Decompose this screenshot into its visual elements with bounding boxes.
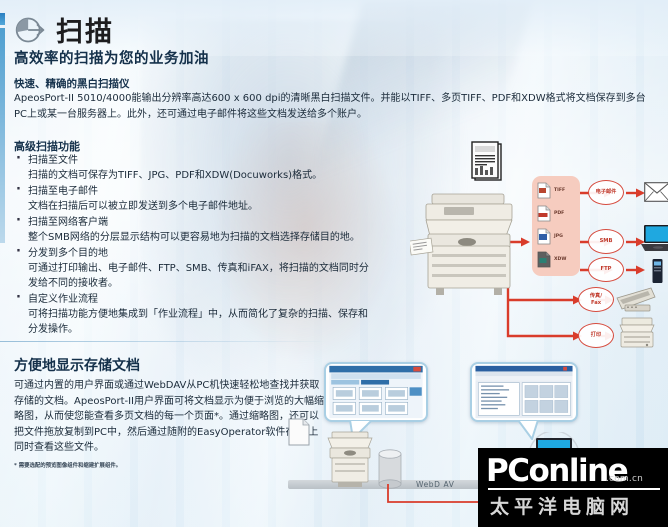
cat-silhouette-icon [487, 448, 568, 488]
format-row: TIFF [537, 182, 565, 199]
list-item: 自定义作业流程 可将扫描功能方便地集成到「作业流程」中，从而简化了复杂的扫描、保… [14, 290, 374, 337]
device-ui-thumbnails-icon [329, 365, 423, 419]
node-label: 传真/ Fax [589, 293, 603, 306]
watermark-brand: PConline [486, 453, 629, 489]
list-item: 扫描至网络客户端 整个SMB网络的分层显示结构可以更容易地为扫描的文档选择存储目… [14, 213, 374, 245]
multifunction-printer-icon [410, 193, 513, 295]
feature-desc: 可通过打印输出、电子邮件、FTP、SMB、传真和iFAX，将扫描的文档同时分发给… [28, 263, 369, 289]
intro-heading: 快速、精确的黑白扫描仪 [14, 78, 130, 90]
node-label: SMB [599, 238, 613, 245]
features-heading: 高级扫描功能 [14, 140, 80, 153]
storage-scene: WebD AV [288, 360, 668, 527]
page-title: 扫描 [56, 17, 114, 48]
page-header: 扫描 [12, 10, 114, 49]
node-label: FTP [600, 266, 612, 273]
feature-desc: 可将扫描功能方便地集成到「作业流程」中，从而简化了复杂的扫描、保存和分发操作。 [28, 309, 368, 335]
scene-printer-icon [327, 431, 373, 487]
feature-title: 扫描至文件 [14, 151, 374, 168]
file-pdf-icon [537, 205, 551, 222]
file-tiff-icon [537, 182, 551, 199]
storage-heading: 方便地显示存储文档 [14, 358, 140, 374]
section-divider [0, 341, 330, 342]
file-xdw-icon [537, 251, 551, 268]
scan-distribution-diagram: TIFF PDF JPG [408, 138, 668, 348]
feature-title: 自定义作业流程 [14, 290, 374, 307]
format-label: JPG [554, 233, 563, 239]
page-subtitle: 高效率的扫描为您的业务加油 [14, 51, 209, 67]
watermark: PConline .com.cn 太平洋电脑网 [478, 448, 668, 527]
accent-bar-top [0, 13, 5, 25]
format-row: PDF [537, 205, 564, 222]
intro-body: ApeosPort-II 5010/4000能输出分辨率高达600 x 600 … [14, 93, 646, 120]
list-item: 分发到多个目的地 可通过打印输出、电子邮件、FTP、SMB、传真和iFAX，将扫… [14, 244, 374, 291]
node-fax[interactable]: 传真/ Fax [578, 287, 614, 312]
printer-icon [619, 317, 655, 348]
node-label: 打印 [590, 332, 602, 339]
watermark-chinese: 太平洋电脑网 [490, 496, 635, 518]
file-jpg-icon [537, 228, 551, 245]
format-label: PDF [554, 210, 565, 216]
node-print[interactable]: 打印 [578, 323, 614, 348]
fax-machine-icon [616, 287, 656, 312]
feature-desc: 文档在扫描后可以被立即发送到多个电子邮件地址。 [28, 201, 258, 212]
feature-desc: 整个SMB网络的分层显示结构可以更容易地为扫描的文档选择存储目的地。 [28, 232, 360, 243]
webdav-label: WebD AV [416, 480, 455, 489]
list-item: 扫描至电子邮件 文档在扫描后可以被立即发送到多个电子邮件地址。 [14, 182, 374, 214]
pc-window-callout [470, 362, 578, 422]
format-row: JPG [537, 228, 563, 245]
watermark-domain: .com.cn [606, 474, 643, 484]
accent-bar-side [0, 28, 5, 243]
storage-footnote: * 需要选配的预览图像组件和缩建扩展组件。 [14, 463, 122, 469]
format-row: XDW [537, 251, 566, 268]
format-label: XDW [554, 256, 567, 262]
node-smb[interactable]: SMB [588, 229, 624, 254]
device-ui-callout [324, 362, 428, 422]
scan-circle-icon [15, 17, 45, 42]
format-label: TIFF [554, 187, 566, 193]
envelope-icon [644, 182, 668, 202]
easyoperator-window-icon [475, 365, 573, 419]
file-format-panel: TIFF PDF JPG [532, 176, 580, 276]
feature-title: 分发到多个目的地 [14, 244, 374, 261]
watermark-rule [488, 488, 660, 490]
document-stack-icon [471, 141, 502, 181]
pc-callout-tail [516, 420, 540, 440]
feature-title: 扫描至电子邮件 [14, 182, 374, 199]
storage-body: 可通过内置的用户界面或通过WebDAV从PC机快速轻松地查找并获取存储的文档。A… [14, 380, 324, 453]
feature-desc: 扫描的文档可保存为TIFF、JPG、PDF和XDW(Docuworks)格式。 [28, 170, 323, 181]
node-email[interactable]: 电子邮件 [588, 180, 624, 205]
laptop-icon [641, 225, 668, 251]
features-list: 扫描至文件 扫描的文档可保存为TIFF、JPG、PDF和XDW(Docuwork… [14, 151, 374, 338]
node-label: 电子邮件 [595, 189, 617, 196]
list-item: 扫描至文件 扫描的文档可保存为TIFF、JPG、PDF和XDW(Docuwork… [14, 151, 374, 183]
page-document-icon [288, 418, 310, 446]
feature-title: 扫描至网络客户端 [14, 213, 374, 230]
node-ftp[interactable]: FTP [588, 257, 624, 282]
storage-cylinder-icon [378, 449, 402, 489]
server-icon [652, 259, 663, 283]
